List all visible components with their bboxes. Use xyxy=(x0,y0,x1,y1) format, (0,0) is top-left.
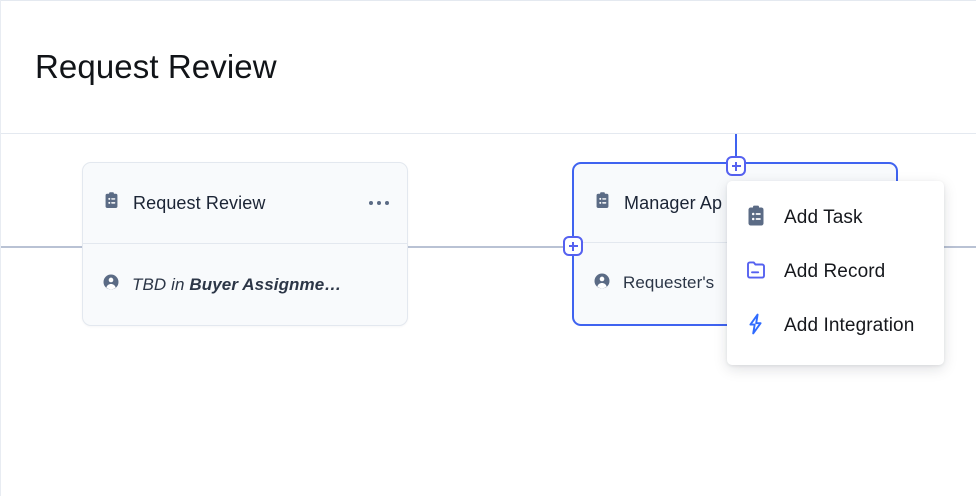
assignee-prefix: TBD in xyxy=(132,274,190,294)
menu-item-label: Add Record xyxy=(784,261,886,282)
menu-item-add-task[interactable]: Add Task xyxy=(727,191,944,245)
workflow-card-request-review[interactable]: Request Review TBD in Buyer Assignme… xyxy=(82,162,408,326)
card-header-row: Manager Ap xyxy=(574,164,896,242)
branch-line-top xyxy=(735,134,737,166)
menu-item-add-record[interactable]: Add Record xyxy=(727,245,944,299)
workflow-canvas[interactable]: Request Review TBD in Buyer Assignme… xyxy=(1,134,976,496)
person-icon xyxy=(102,273,120,296)
clipboard-list-icon xyxy=(744,204,768,233)
card-assignee-row: TBD in Buyer Assignme… xyxy=(83,244,407,325)
ellipsis-icon[interactable] xyxy=(367,195,391,211)
clipboard-icon xyxy=(102,191,121,215)
menu-item-label: Add Integration xyxy=(784,315,915,336)
page-header: Request Review xyxy=(1,0,976,134)
record-folder-icon xyxy=(744,258,768,287)
connector-line-middle xyxy=(408,246,573,248)
card-header-row: Request Review xyxy=(83,163,407,243)
card-divider xyxy=(83,243,407,244)
card-assignee-text: Requester's xyxy=(623,273,715,292)
card-title: Manager Ap xyxy=(624,192,723,213)
connector-line-left xyxy=(1,246,83,248)
menu-item-add-integration[interactable]: Add Integration xyxy=(727,299,944,353)
add-step-top-button[interactable] xyxy=(726,156,746,176)
card-assignee-row: Requester's xyxy=(574,243,896,323)
add-step-left-button[interactable] xyxy=(563,236,583,256)
card-title: Request Review xyxy=(133,192,266,213)
clipboard-icon xyxy=(593,191,612,215)
assignee-target: Buyer Assignme… xyxy=(189,274,342,294)
page-title: Request Review xyxy=(35,48,277,85)
menu-item-label: Add Task xyxy=(784,207,863,228)
add-step-menu[interactable]: Add Task Add Record Add Integration xyxy=(727,181,944,365)
card-assignee-text: TBD in Buyer Assignme… xyxy=(132,275,341,295)
person-icon xyxy=(593,272,611,295)
lightning-bolt-icon xyxy=(744,312,768,341)
header-top-rule xyxy=(1,0,976,1)
